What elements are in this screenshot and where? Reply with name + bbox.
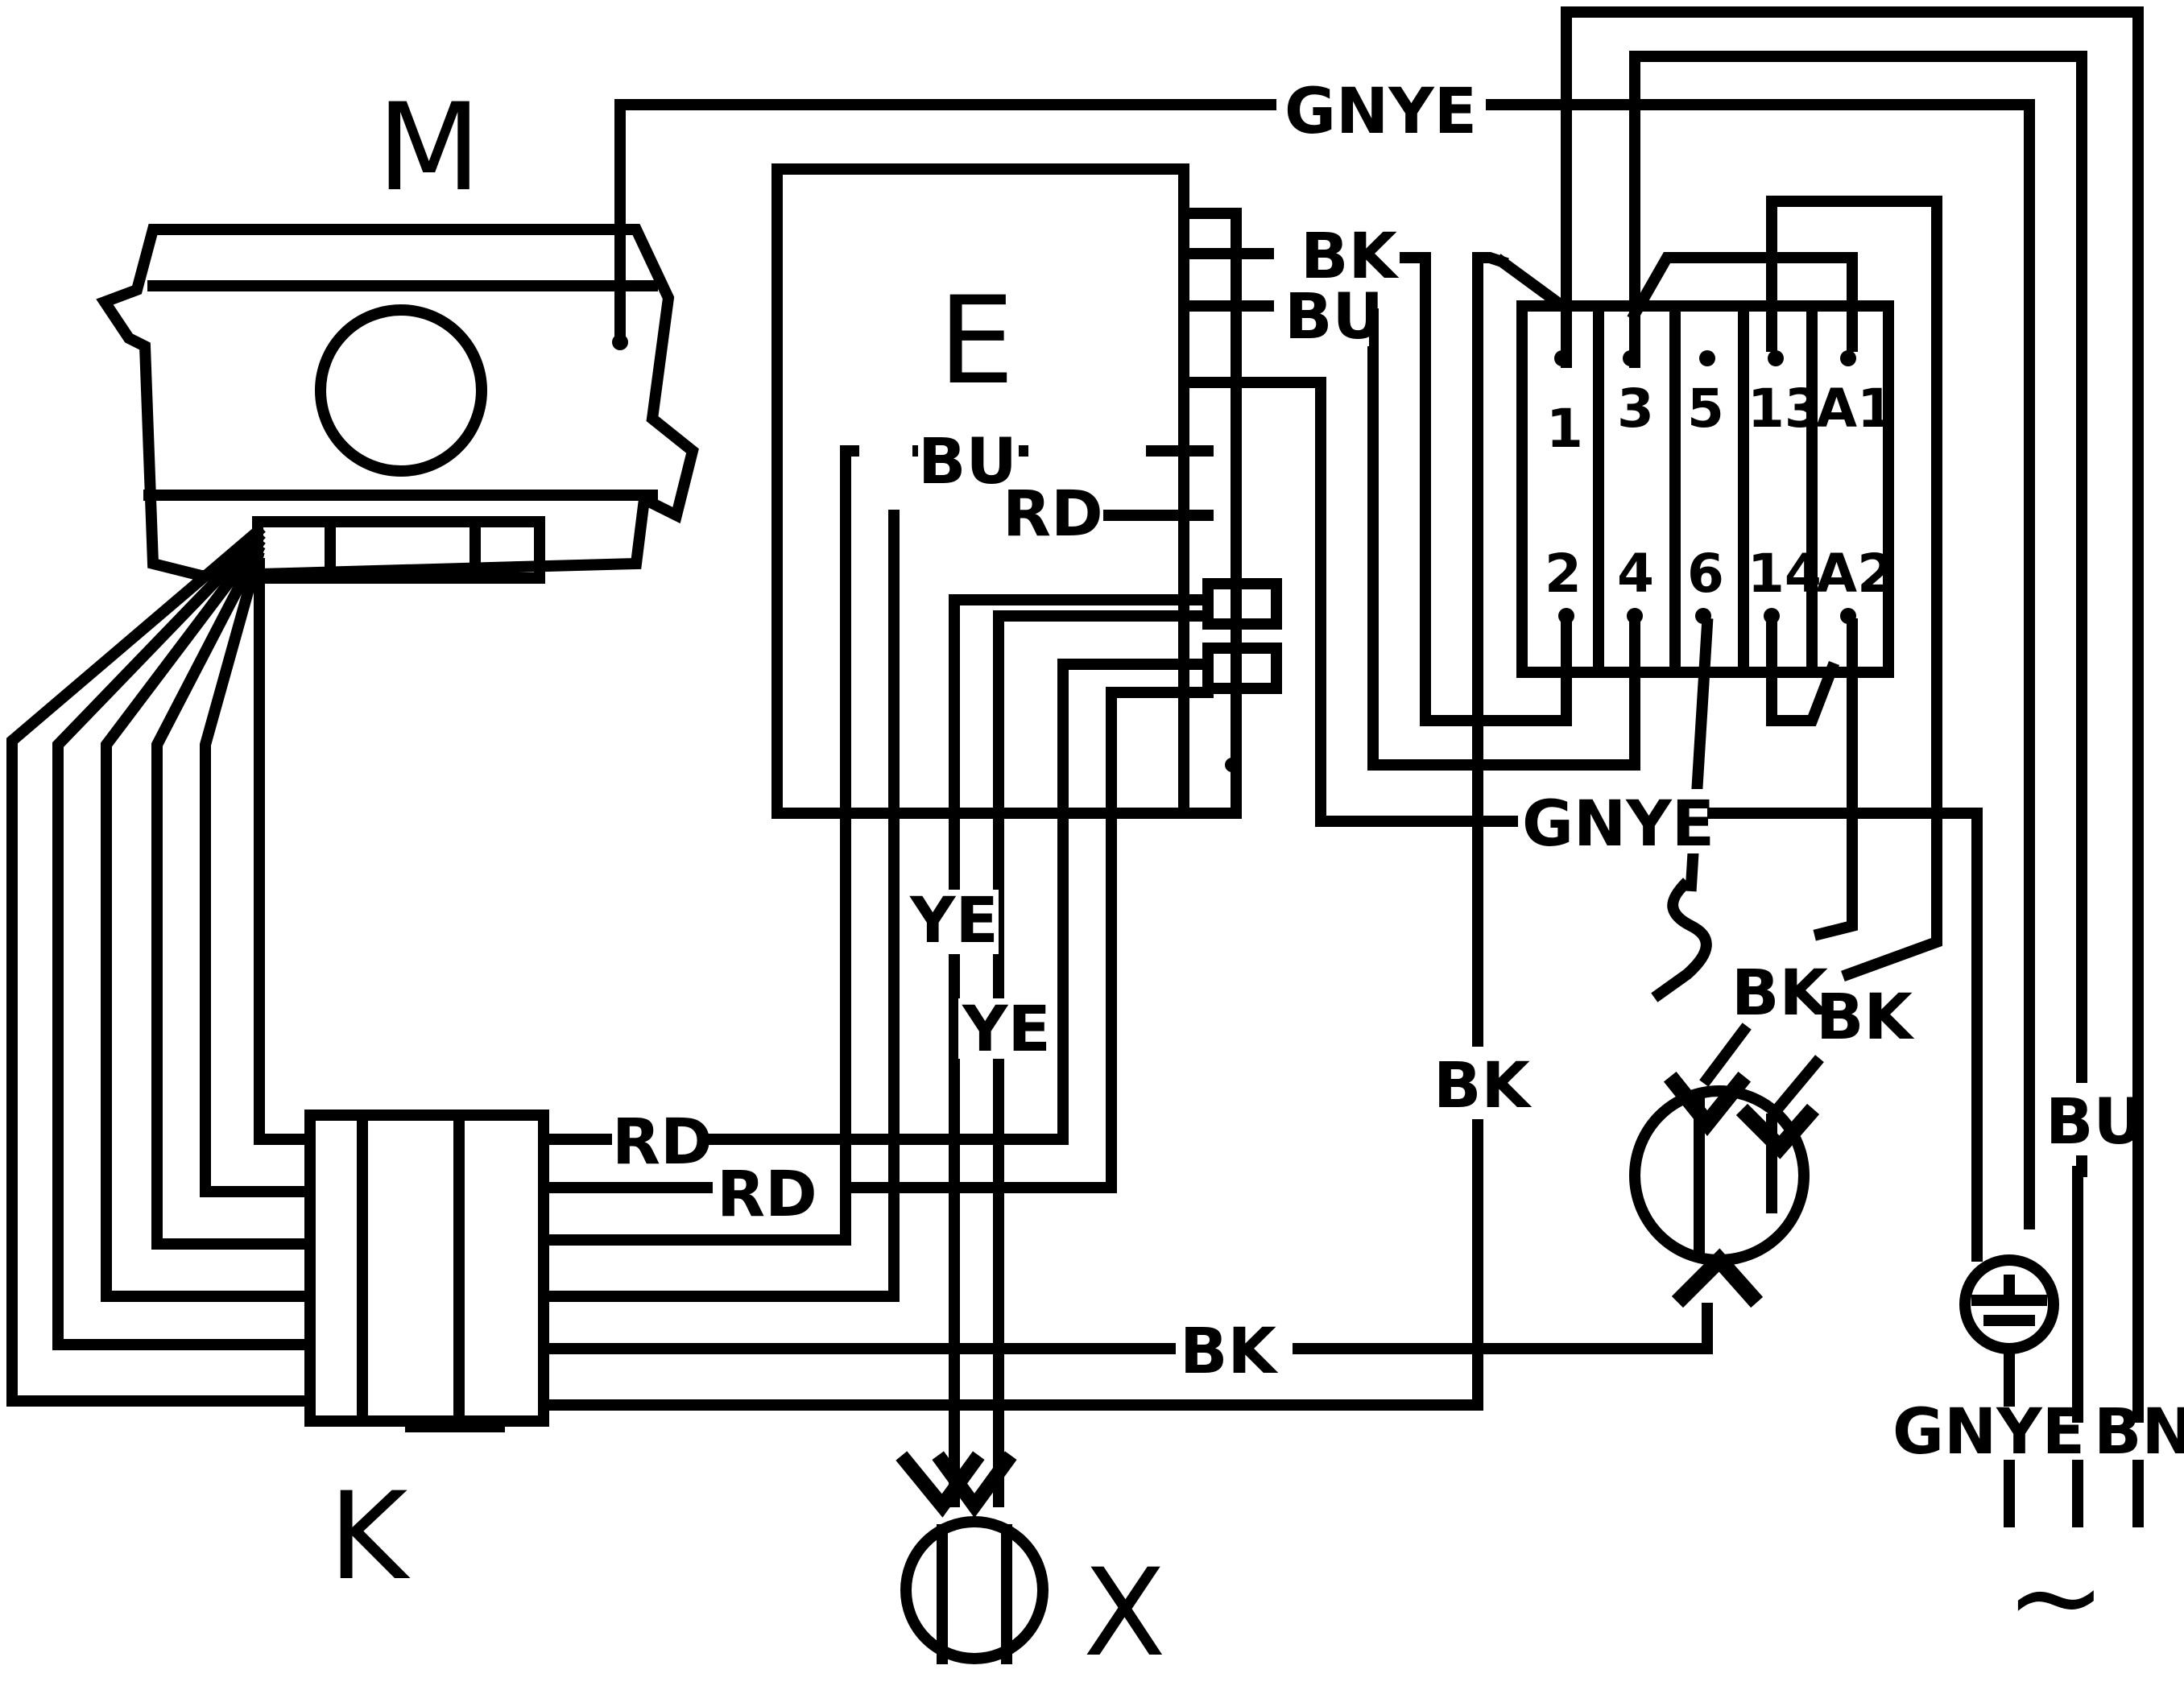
wire-label-bu-right: BU xyxy=(2045,1086,2145,1159)
ring-connector xyxy=(1629,1023,1824,1308)
terminal-number: 14 xyxy=(1748,543,1822,605)
terminal-block xyxy=(304,1110,549,1432)
wire-label-rd-1: RD xyxy=(612,1106,713,1179)
terminal-number: 3 xyxy=(1617,378,1654,440)
wire-label-gnye-top: GNYE xyxy=(1284,76,1477,148)
supply-symbol: ~ xyxy=(2005,1527,2107,1667)
terminal-number: A1 xyxy=(1816,378,1894,440)
wire-label-rd-inner: RD xyxy=(1003,478,1103,551)
wire-label-bk-e: BK xyxy=(1301,221,1399,293)
earth-symbol xyxy=(1959,1254,2144,1527)
terminal-number: 13 xyxy=(1748,378,1822,440)
terminal-number: 6 xyxy=(1687,543,1724,605)
plug-x xyxy=(896,1451,1049,1664)
motor-label: M xyxy=(377,78,481,218)
wire-label-bk-bottom: BK xyxy=(1180,1316,1278,1388)
wire-label-ye-1: YE xyxy=(909,885,999,957)
wire-labels: GNYE BK BU BU RD GNYE YE YE BK BK BK BU … xyxy=(612,72,2184,1469)
terminal-number: 2 xyxy=(1545,543,1582,605)
plug-x-label: X xyxy=(1083,1543,1166,1682)
contactor-terminal-dots xyxy=(612,334,1856,772)
wire-label-bk-vertical: BK xyxy=(1433,1050,1532,1122)
supply-label-gnye: GNYE xyxy=(1892,1396,2085,1469)
terminal-number: 5 xyxy=(1687,378,1724,440)
contactor-terminal-numbers: 1 3 5 13 A1 2 4 6 14 A2 xyxy=(1545,378,1894,605)
wire-label-bk-ring-1: BK xyxy=(1731,957,1830,1030)
wire-label-bu-inner: BU xyxy=(918,426,1017,498)
terminal-number: A2 xyxy=(1816,543,1894,605)
terminal-number: 1 xyxy=(1546,398,1583,460)
wire-label-bk-ring-2: BK xyxy=(1816,981,1914,1054)
wire-label-gnye-mid: GNYE xyxy=(1522,788,1715,861)
terminal-block-label: K xyxy=(329,1467,411,1607)
wire-label-ye-2: YE xyxy=(962,994,1051,1066)
control-unit-label: E xyxy=(938,271,1015,411)
terminal-number: 4 xyxy=(1617,543,1654,605)
supply-label-bn: BN xyxy=(2094,1396,2184,1469)
motor-leads xyxy=(6,523,316,1407)
motor-body xyxy=(96,224,699,584)
wire-label-rd-2: RD xyxy=(717,1159,817,1231)
wire-label-bu-e: BU xyxy=(1284,281,1384,353)
motor-rotor-circle xyxy=(315,304,487,477)
